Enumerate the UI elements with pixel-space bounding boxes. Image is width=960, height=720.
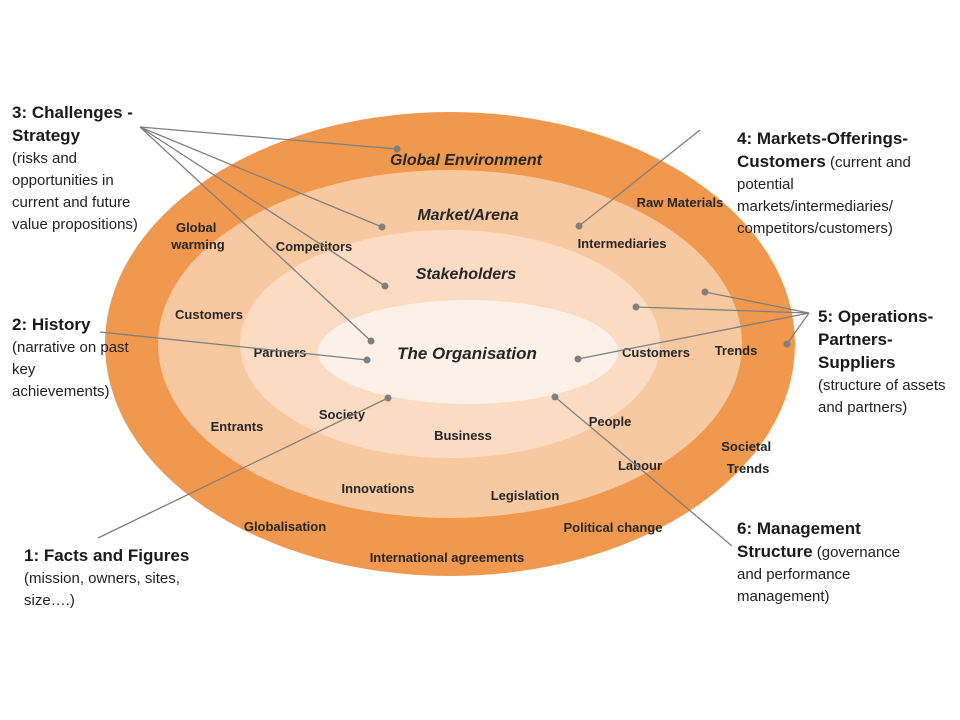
item-people: People [589,414,632,429]
connector-dot [378,223,386,231]
item-customers-right: Customers [622,345,690,360]
callout-markets: 4: Markets-Offerings-Customers (current … [737,128,937,240]
callout-history-heading: 2: History [12,315,91,334]
connector-line [786,312,810,345]
connector-dot [551,393,559,401]
connector-endpoints [363,145,791,402]
connector-dot [701,288,709,296]
item-raw-materials: Raw Materials [637,195,724,210]
callout-operations-heading: 5: Operations-Partners-Suppliers [818,307,934,372]
item-legislation: Legislation [491,488,560,503]
connector-dot [575,222,583,230]
item-society: Society [319,407,366,422]
item-societal-trends: Societal Trends [721,439,774,476]
callout-challenges-text: (risks and opportunities in current and … [12,150,138,233]
callout-facts: 1: Facts and Figures (mission, owners, s… [24,545,204,612]
connector-line [578,129,701,227]
item-trends: Trends [715,343,758,358]
market-arena-title: Market/Arena [417,207,518,224]
item-political-change: Political change [564,520,663,535]
connector-line [577,312,810,360]
callout-operations-text: (structure of assets and partners) [818,377,946,416]
callout-operations: 5: Operations-Partners-Suppliers (struct… [818,306,954,419]
connector-line [704,291,810,314]
connector-line [635,306,810,314]
connector-line [99,331,368,361]
connector-dot [384,394,392,402]
callout-facts-text: (mission, owners, sites, size….) [24,570,180,609]
callout-management: 6: Management Structure (governance and … [737,518,927,608]
callout-challenges: 3: Challenges - Strategy (risks and oppo… [12,102,162,236]
item-competitors: Competitors [276,239,353,254]
connector-line [139,126,383,228]
global-environment-title: Global Environment [390,152,543,169]
connector-lines [97,126,810,547]
item-entrants: Entrants [211,419,264,434]
organisation-core [318,300,618,404]
stakeholders-title: Stakeholders [416,266,517,283]
item-labour: Labour [618,458,662,473]
connector-dot [363,356,371,364]
connector-dot [367,337,375,345]
connector-dot [632,303,640,311]
callout-history: 2: History (narrative on past key achiev… [12,314,134,403]
callout-challenges-heading: 3: Challenges - Strategy [12,103,133,145]
item-globalisation: Globalisation [244,519,326,534]
callout-facts-heading: 1: Facts and Figures [24,546,190,565]
connector-line [97,397,389,539]
item-intermediaries: Intermediaries [578,236,667,251]
callout-markets-heading: 4: Markets-Offerings-Customers [737,129,908,171]
connector-dot [574,355,582,363]
connector-dot [783,340,791,348]
connector-line [554,396,733,547]
callout-management-text: (governance and performance management) [737,544,901,605]
item-innovations: Innovations [342,481,415,496]
organisation-title: The Organisation [397,344,537,363]
connector-dot [381,282,389,290]
callout-markets-text: (current and potential markets/intermedi… [737,154,911,237]
item-international-agreements: International agreements [370,550,525,565]
connector-dot [393,145,401,153]
callout-management-heading: 6: Management Structure [737,519,861,561]
connector-line [139,126,386,287]
callout-history-text: (narrative on past key achievements) [12,339,129,400]
item-global-warming: Global warming [170,220,225,252]
item-partners: Partners [254,345,307,360]
connector-line [139,126,398,150]
item-customers-left: Customers [175,307,243,322]
item-business: Business [434,428,492,443]
connector-line [139,126,372,342]
